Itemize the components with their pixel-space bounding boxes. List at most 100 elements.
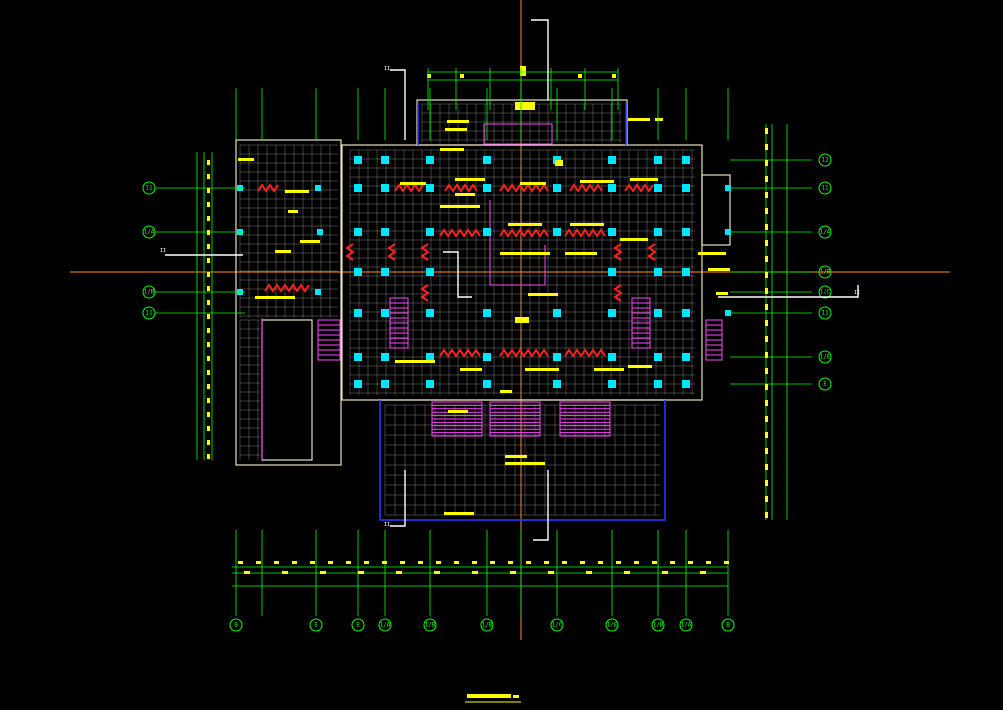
dimension-text: [292, 561, 297, 564]
dimension-text: [765, 512, 768, 518]
column: [553, 228, 561, 236]
column: [725, 185, 731, 191]
dimension-text: [207, 202, 210, 207]
dimension-text: [586, 571, 592, 574]
dimension-text: [358, 571, 364, 574]
column: [608, 156, 616, 164]
dimension-text: [207, 398, 210, 403]
axis-bubble-circle: [818, 350, 832, 364]
annotation-bar: [238, 158, 254, 161]
annotation-bar: [525, 368, 559, 371]
axis-bubble-label: 11: [821, 310, 829, 317]
dimension-text: [207, 230, 210, 235]
column: [426, 380, 434, 388]
axis-bubble: 11: [818, 181, 832, 195]
axis-bubble: E: [351, 618, 365, 632]
dimension-text: [207, 426, 210, 431]
annotation-bar: [445, 128, 467, 131]
dimension-text: [207, 314, 210, 319]
dimension-text: [765, 128, 768, 134]
dimension-text: [765, 336, 768, 342]
axis-bubble-circle: [142, 306, 156, 320]
annotation-bar: [716, 292, 728, 295]
column: [654, 156, 662, 164]
axis-bubble-label: 1/B: [820, 269, 831, 276]
annotations: [238, 66, 730, 515]
axis-bubble-circle: [605, 618, 619, 632]
column: [654, 268, 662, 276]
centerlines: [70, 0, 950, 640]
section-mark-right: [718, 285, 859, 298]
annotation-bar: [444, 512, 474, 515]
axis-bubble: 1/E: [605, 618, 619, 632]
annotation-bar: [440, 148, 464, 151]
annotation-bar: [505, 455, 527, 458]
beam: [420, 284, 430, 302]
axis-bubble-circle: [679, 618, 693, 632]
dimension-text: [616, 561, 621, 564]
beam: [420, 243, 430, 261]
column: [317, 229, 323, 235]
beam: [569, 183, 603, 193]
column: [608, 309, 616, 317]
dimension-text: [765, 464, 768, 470]
axis-bubble-circle: [351, 618, 365, 632]
column: [381, 380, 389, 388]
column: [315, 185, 321, 191]
axis-bubble: 1/B: [423, 618, 437, 632]
dimension-text: [700, 571, 706, 574]
axis-bubble: 1/B: [818, 265, 832, 279]
column: [553, 309, 561, 317]
beam: [499, 228, 549, 238]
axis-bubble-label: 1/B: [425, 622, 436, 629]
column: [682, 309, 690, 317]
axis-bubble: 1/B: [142, 285, 156, 299]
axis-bubble-circle: [818, 306, 832, 320]
axis-bubble-circle: [818, 285, 832, 299]
axis-bubble-circle: [818, 265, 832, 279]
annotation-bar: [427, 74, 431, 78]
dimension-text: [724, 561, 729, 564]
axis-bubble: B: [721, 618, 735, 632]
column: [354, 353, 362, 361]
dimension-text: [652, 561, 657, 564]
axis-bubble-circle: [423, 618, 437, 632]
dimension-text: [765, 384, 768, 390]
beam: [394, 183, 424, 193]
column: [654, 380, 662, 388]
column: [354, 156, 362, 164]
beam: [439, 228, 481, 238]
axis-bubble-label: 1/C: [820, 289, 831, 296]
dimension-text: [207, 174, 210, 179]
dimension-text: [765, 208, 768, 214]
axis-bubble: 1/A: [378, 618, 392, 632]
dimension-text: [598, 561, 603, 564]
drawing-title: [465, 694, 521, 703]
axis-bubble: 1/B: [480, 618, 494, 632]
dimension-text: [207, 244, 210, 249]
dimension-text: [207, 286, 210, 291]
column: [426, 353, 434, 361]
dimension-text: [454, 561, 459, 564]
dimension-text: [765, 416, 768, 422]
column: [354, 309, 362, 317]
column: [654, 309, 662, 317]
dimension-text: [244, 571, 250, 574]
column: [483, 156, 491, 164]
axis-bubble-label: 1/A: [380, 622, 391, 629]
column: [426, 184, 434, 192]
dimension-text: [207, 328, 210, 333]
dimension-text: [765, 400, 768, 406]
dimension-text: [765, 176, 768, 182]
annotation-bar: [555, 160, 563, 166]
annotation-bar: [515, 102, 535, 110]
axis-bubble: 11: [142, 181, 156, 195]
column: [654, 184, 662, 192]
dimension-text: [382, 561, 387, 564]
axis-bubble-label: 1/E: [820, 354, 831, 361]
section-mark-label: II: [384, 66, 390, 72]
annotation-bar: [708, 268, 730, 271]
column: [315, 289, 321, 295]
